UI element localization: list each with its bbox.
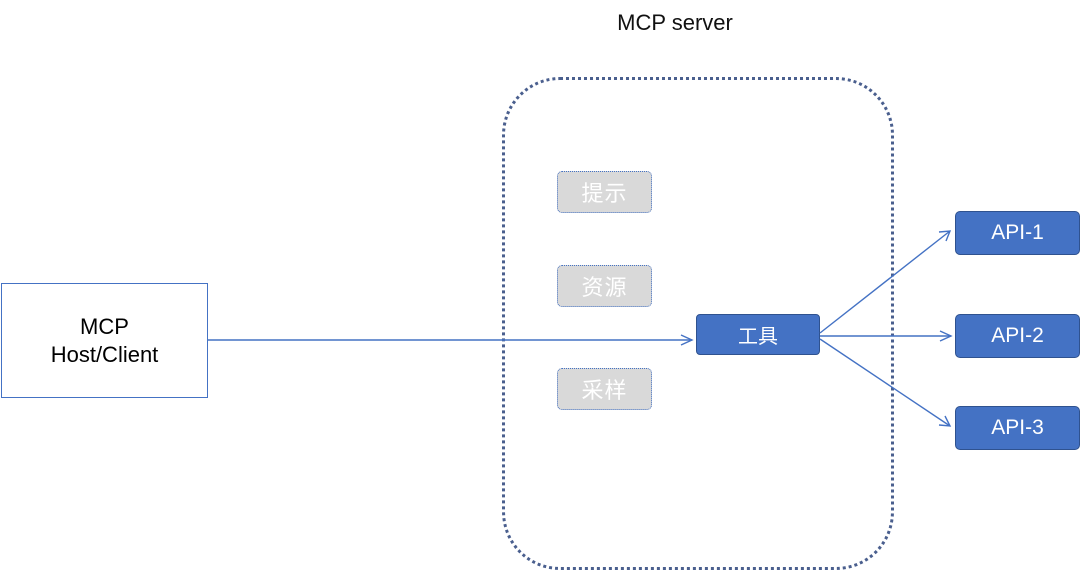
api-1-label: API-1 — [991, 221, 1044, 244]
arrowhead-api-3 — [938, 415, 952, 427]
sampling-label: 采样 — [581, 379, 628, 404]
arrowhead-api-2 — [939, 330, 953, 342]
arrowhead-api-1 — [938, 230, 952, 242]
mcp-server-container — [502, 77, 894, 570]
arrow-tools-to-api-3 — [819, 338, 951, 427]
client-label-line1: MCP — [80, 313, 129, 339]
api-2-node[interactable]: API-2 — [955, 314, 1080, 358]
api-3-label: API-3 — [991, 416, 1044, 439]
resources-node[interactable]: 资源 — [557, 265, 652, 307]
server-title: MCP server — [617, 10, 733, 35]
sampling-node[interactable]: 采样 — [557, 368, 652, 410]
prompts-label: 提示 — [581, 182, 628, 207]
tools-label: 工具 — [738, 324, 778, 348]
tools-node[interactable]: 工具 — [696, 314, 820, 355]
arrowhead-tools — [680, 334, 694, 346]
api-1-node[interactable]: API-1 — [955, 211, 1080, 255]
api-3-node[interactable]: API-3 — [955, 406, 1080, 450]
resources-label: 资源 — [581, 276, 628, 301]
api-2-label: API-2 — [991, 324, 1044, 347]
client-label-line2: Host/Client — [50, 341, 159, 367]
client-node[interactable]: MCP Host/Client — [1, 283, 208, 398]
prompts-node[interactable]: 提示 — [557, 171, 652, 213]
arrow-tools-to-api-1 — [819, 230, 951, 334]
